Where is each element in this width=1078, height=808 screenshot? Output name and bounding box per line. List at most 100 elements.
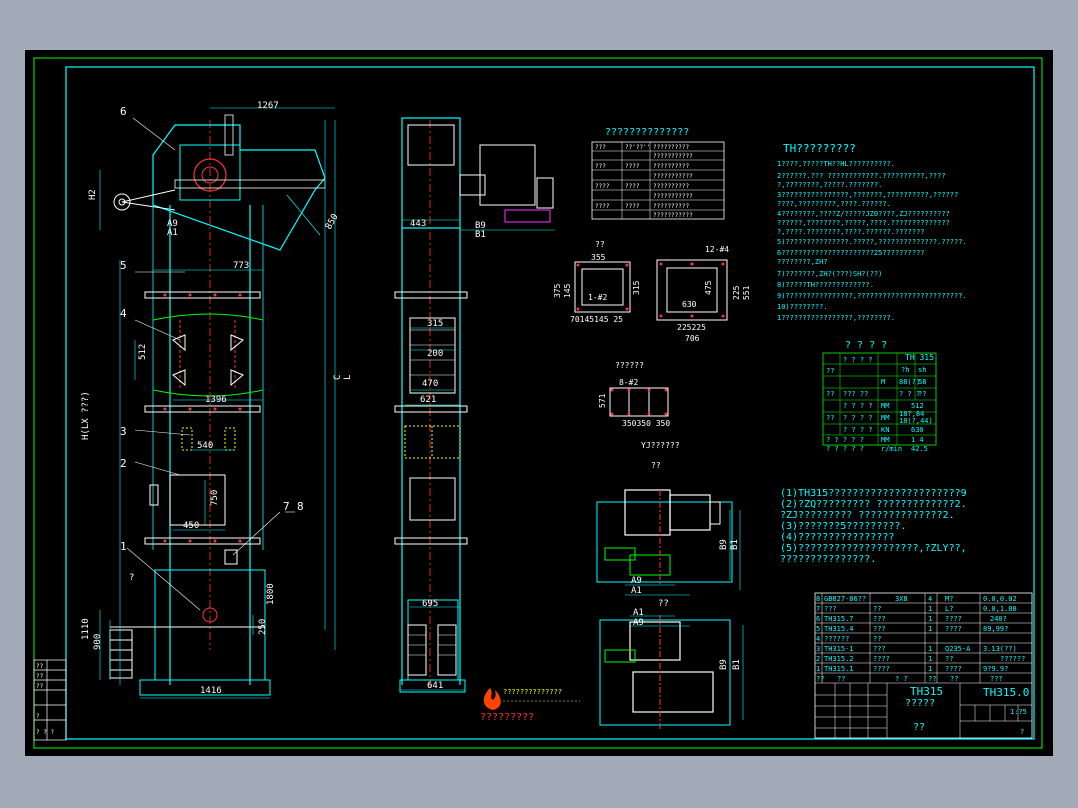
cad-drawing: ?? ?? ?? ? ? ? ? <box>33 57 1043 749</box>
param-cell: ? ? ? ? <box>843 414 873 422</box>
drive-top-view: A9 A1 ?? B9 B1 <box>596 489 741 609</box>
dim-a9: A9 <box>167 219 178 229</box>
param-cell: ?? <box>826 390 834 398</box>
callout-5: 5 <box>120 259 127 272</box>
model-note: (1)TH315??????????????????????9 <box>780 488 967 499</box>
bom-cell: 1 <box>816 665 820 673</box>
bom-cell: GB827-86?? <box>824 595 866 603</box>
bom-cell: TH315.2 <box>824 655 854 663</box>
notes-line: ?,????.????????,????.??????.??????? <box>777 228 925 236</box>
param-cell: ?h <box>901 366 909 374</box>
flange-3: ?????? 8-#2 350350 350 YJ?????? ?? 571 <box>598 361 680 470</box>
bom-cell: M? <box>945 595 953 603</box>
dim-b9: B9 <box>475 221 486 231</box>
param-cell: ? ? ? ? ? <box>826 436 864 444</box>
flange-3-sub2: ?? <box>651 461 661 470</box>
bom-cell: ???? <box>945 665 962 673</box>
dim-1800: 1800 <box>266 583 276 605</box>
bom-cell: ?? <box>873 635 881 643</box>
notes-title: TH????????? <box>783 142 856 155</box>
bom-cell: ?? <box>945 655 953 663</box>
param-table-title: ? ? ? ? <box>845 340 887 351</box>
notes-line: 8)?????TH?????????????. <box>777 281 874 289</box>
drawing-sheet: ?? ?? ?? ? ? ? ? <box>25 50 1053 756</box>
hopper-cell: ??????????? <box>653 153 693 160</box>
bom-cell: 7 <box>816 605 820 613</box>
bom-cell: ??? <box>824 605 837 613</box>
dim-c: C <box>333 375 343 380</box>
param-cell: MM <box>881 436 889 444</box>
hopper-cell: ???? <box>595 203 610 210</box>
dim-q: ? <box>129 573 134 583</box>
callout-8: 8 <box>297 500 304 513</box>
param-cell: MM <box>881 414 889 422</box>
bom-cell: 1 <box>928 605 932 613</box>
parameter-table: ? ? ? ? TH 315 ?? ? ? ? ? ?h sh M 88(?) … <box>822 340 937 453</box>
dim-315b: 315 <box>632 280 641 295</box>
dim-773: 773 <box>233 261 249 271</box>
notes-line: 2??????.??? ????????????.??????????,???? <box>777 172 946 180</box>
dim-l: L <box>343 375 353 380</box>
title-model: TH315 <box>910 685 943 698</box>
param-cell: M <box>881 378 885 386</box>
param-cell: r/min <box>881 445 902 453</box>
bom-cell: L? <box>945 605 953 613</box>
bom-cell: 3 <box>816 645 820 653</box>
notes-line: ????,?????????,????.??????. <box>777 200 891 208</box>
dim-htotal: H(LX ???) <box>81 391 91 440</box>
dim-355: 355 <box>591 253 606 262</box>
bom-cell: 6 <box>816 615 820 623</box>
param-cell: 88(?) <box>899 378 920 386</box>
left-block <box>33 659 67 741</box>
bom-cell: 89,99? <box>983 625 1008 633</box>
callout-6: 6 <box>120 105 127 118</box>
param-cell: ? ? ? ? <box>843 402 873 410</box>
bill-of-materials: 8 GB827-86?? 3X8 4 M? 0.0,0.02 7 ??? ?? … <box>814 592 1033 739</box>
title-bottom: ?? <box>913 722 925 733</box>
sheet-number: ? <box>1020 728 1024 736</box>
drive-bottom-b1: B1 <box>732 659 742 670</box>
dim-750: 750 <box>210 490 220 506</box>
param-cell: ? ? ? ? <box>843 426 873 434</box>
dim-375: 375 <box>553 283 562 298</box>
drive-bottom-view: A1 A9 B9 B1 <box>599 608 744 730</box>
bom-cell: ?? <box>873 605 881 613</box>
param-cell: 42.5 <box>911 445 928 453</box>
hopper-cell: ?????????? <box>653 163 690 170</box>
bom-cell: TH315.1 <box>824 665 854 673</box>
notes-line: ??????,????????,?????,????.?????????????… <box>777 219 950 227</box>
drawing-number: TH315.0 <box>983 686 1029 699</box>
param-cell: ? ? ? ? <box>843 356 873 364</box>
param-cell: 1 4 <box>911 436 924 444</box>
dim-850: 850 <box>324 212 341 231</box>
bom-cell: 1 <box>928 655 932 663</box>
dim-706: 706 <box>685 334 700 343</box>
bom-cell: 4 <box>816 635 820 643</box>
flange-3-sub: YJ?????? <box>641 441 680 450</box>
left-block-text: ? <box>36 713 40 720</box>
dim-350: 350350 350 <box>622 419 670 428</box>
bom-cell: 1 <box>928 625 932 633</box>
bom-cell: ???? <box>873 665 890 673</box>
hopper-cell: ?????????? <box>653 183 690 190</box>
model-note: (2)?ZQ????????? ?????????????2. <box>780 499 967 510</box>
flange-3-title: ?????? <box>615 361 644 370</box>
hopper-table-title: ?????????????? <box>605 127 689 138</box>
callout-4: 4 <box>120 307 127 320</box>
hopper-cell: ??? <box>595 163 606 170</box>
model-notes: (1)TH315??????????????????????9 (2)?ZQ??… <box>780 488 967 565</box>
param-cell: ?? <box>826 414 834 422</box>
flange-1-label: 1-#2 <box>588 293 607 302</box>
drive-bottom-b9: B9 <box>719 659 729 670</box>
bom-header: ??? <box>990 675 1003 683</box>
dim-641: 641 <box>427 681 443 691</box>
bom-cell: ?????? <box>824 635 849 643</box>
scale: 1:?5 <box>1010 708 1027 716</box>
dim-1416: 1416 <box>200 686 222 696</box>
hopper-cell: ??'??'' <box>625 144 650 151</box>
dim-1110: 1110 <box>81 618 91 640</box>
notes-line: 9)????????????????,?????????????????????… <box>777 292 967 300</box>
dim-450: 450 <box>183 521 199 531</box>
bom-cell: TH315.7 <box>824 615 854 623</box>
bom-header: ?? <box>928 675 936 683</box>
